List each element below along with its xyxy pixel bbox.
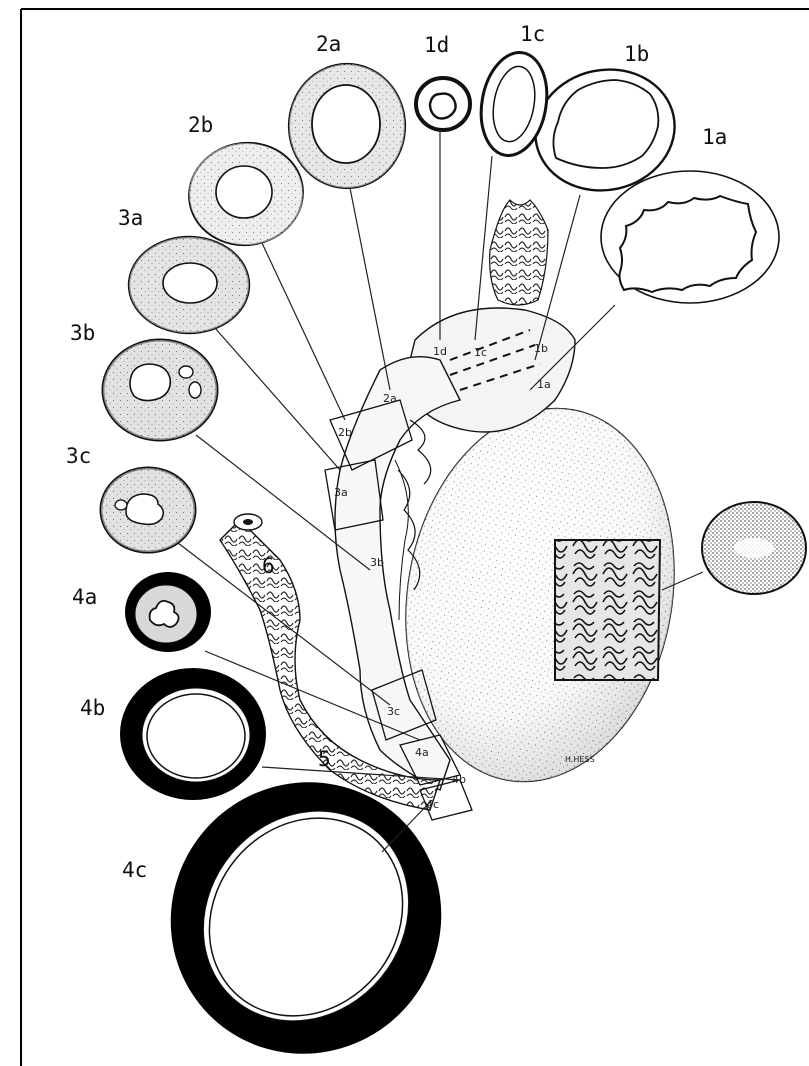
segment-label-1a: 1a <box>537 378 551 391</box>
segment-label-1c: 1c <box>474 346 487 359</box>
label-1d: 1d <box>424 33 449 57</box>
cross-section-3c <box>101 468 195 552</box>
label-1c: 1c <box>520 22 545 46</box>
label-4c: 4c <box>122 858 147 882</box>
label-3c: 3c <box>66 444 91 468</box>
label-6: 6 <box>262 554 275 578</box>
cross-section-2b <box>182 136 309 253</box>
label-3b: 3b <box>70 321 95 345</box>
label-1a: 1a <box>702 125 727 149</box>
cross-section-3a <box>129 237 249 333</box>
segment-label-1d: 1d <box>433 345 447 358</box>
segment-label-4c: 4c <box>426 798 439 811</box>
artist-signature: H.HESS <box>565 755 595 764</box>
segment-label-2b: 2b <box>338 426 352 439</box>
label-2b: 2b <box>188 113 213 137</box>
cross-section-4a <box>125 572 211 652</box>
segment-label-2a: 2a <box>383 392 397 405</box>
label-4b: 4b <box>80 696 105 720</box>
segment-label-3a: 3a <box>334 486 348 499</box>
label-4a: 4a <box>72 585 97 609</box>
label-3a: 3a <box>118 206 143 230</box>
label-1b: 1b <box>624 42 649 66</box>
cross-section-1a <box>601 171 779 303</box>
cross-section-4b <box>120 668 266 800</box>
label-2a: 2a <box>316 32 341 56</box>
cross-section-3b <box>103 340 217 440</box>
cross-section-1d <box>416 78 470 130</box>
label-5: 5 <box>318 747 331 771</box>
segment-label-4a: 4a <box>415 746 429 759</box>
segment-label-1b: 1b <box>534 342 548 355</box>
seminiferous-tubule-section <box>702 502 806 594</box>
segment-label-4b: 4b <box>452 773 466 786</box>
cross-section-2a <box>289 64 405 188</box>
segment-label-3c: 3c <box>387 705 400 718</box>
segment-label-3b: 3b <box>370 556 384 569</box>
